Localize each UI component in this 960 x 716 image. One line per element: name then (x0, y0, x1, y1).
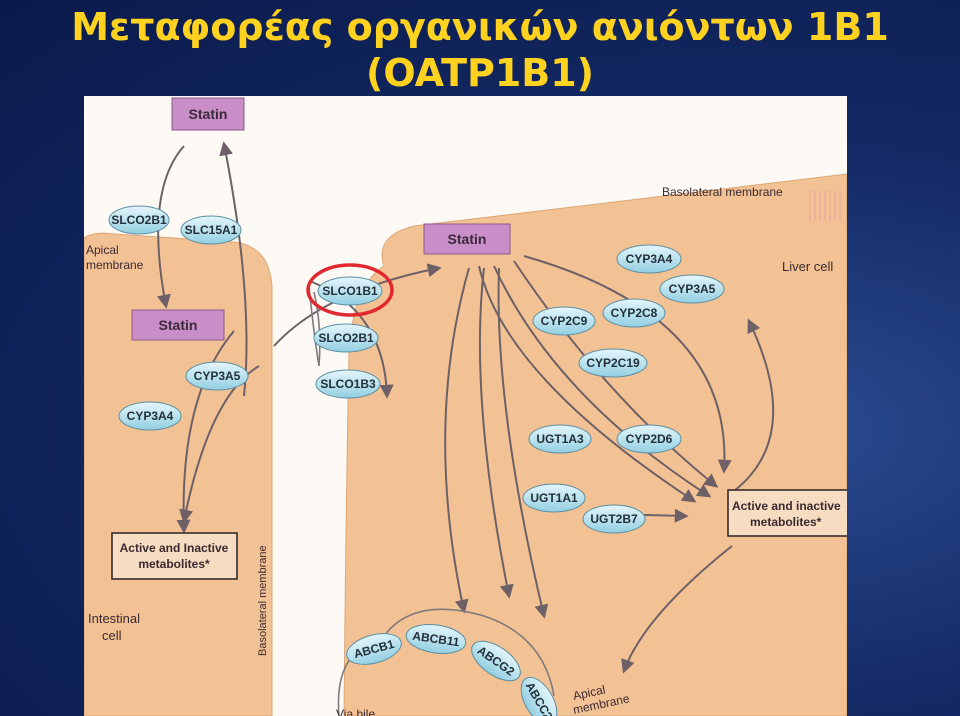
slide-title-line-2: (OATP1B1) (365, 51, 595, 95)
node-label: SLCO1B1 (322, 284, 378, 298)
apical-membrane-label-liver: Apical (572, 682, 607, 702)
node-abcb1: ABCB1 (346, 633, 402, 665)
statin-box-intestinal: Statin (131, 309, 225, 341)
node-slco2b1-uptake: SLCO2B1 (313, 323, 379, 353)
node-slco1b3: SLCO1B3 (315, 369, 381, 399)
node-ugt1a1: UGT1A1 (522, 483, 586, 513)
node-cyp3a4-intestinal: CYP3A4 (118, 401, 182, 431)
apical-membrane-label: Apical (86, 243, 119, 257)
slide-title: Μεταφορέας οργανικών ανιόντων 1B1 (OATP1… (0, 4, 960, 96)
node-slco2b1-intestinal: SLCO2B1 (108, 205, 170, 235)
node-slco1b1: SLCO1B1 (317, 276, 383, 306)
liver-cell-label: Liver cell (782, 259, 833, 274)
diagram-canvas: Statin Statin Statin SLCO2B1 SLC15A1 CYP… (84, 97, 847, 716)
node-label: CYP2D6 (626, 432, 673, 446)
membrane-striation (809, 191, 841, 221)
metabolites-label: Active and inactive (732, 499, 841, 513)
node-label: CYP3A4 (127, 409, 174, 423)
basolateral-membrane-label-intestinal: Basolateral membrane (257, 545, 269, 656)
slco1b1-highlight-circle (306, 263, 394, 317)
node-label: CYP2C19 (586, 356, 640, 370)
node-slc15a1: SLC15A1 (180, 215, 242, 245)
statin-label: Statin (448, 231, 487, 247)
node-label: UGT2B7 (590, 512, 638, 526)
intestinal-cell-label: Intestinal (88, 611, 140, 626)
intestinal-cell (84, 232, 273, 716)
metabolites-box-intestinal: Active and Inactive metabolites* (111, 532, 238, 580)
node-label: CYP2C8 (611, 306, 658, 320)
apical-membrane-label: membrane (86, 258, 144, 272)
pathway-arrows (157, 141, 775, 716)
node-label: SLCO2B1 (111, 213, 167, 227)
statin-label: Statin (159, 317, 198, 333)
node-cyp3a4-liver: CYP3A4 (616, 244, 682, 274)
metabolites-box-liver: Active and inactive metabolites* (727, 489, 847, 537)
statin-label: Statin (189, 106, 228, 122)
slide-title-line-1: Μεταφορέας οργανικών ανιόντων 1B1 (71, 5, 889, 49)
node-label: UGT1A1 (530, 491, 578, 505)
node-label: SLCO1B3 (320, 377, 376, 391)
node-cyp3a5-liver: CYP3A5 (659, 274, 725, 304)
node-label: CYP3A5 (669, 282, 716, 296)
metabolites-label: metabolites* (750, 515, 822, 529)
statin-box-liver: Statin (423, 223, 511, 255)
node-cyp2c19: CYP2C19 (578, 348, 648, 378)
node-ugt1a3: UGT1A3 (528, 424, 592, 454)
node-label: SLC15A1 (185, 223, 238, 237)
intestinal-cell-label: cell (102, 628, 122, 643)
node-label: CYP3A5 (194, 369, 241, 383)
node-label: SLCO2B1 (318, 331, 374, 345)
node-label: UGT1A3 (536, 432, 584, 446)
node-cyp2d6: CYP2D6 (616, 424, 682, 454)
statin-pathway-diagram: Statin Statin Statin SLCO2B1 SLC15A1 CYP… (84, 96, 847, 716)
node-cyp2c9: CYP2C9 (532, 306, 596, 336)
node-cyp2c8: CYP2C8 (602, 298, 666, 328)
node-label: CYP3A4 (626, 252, 673, 266)
node-abcb11: ABCB11 (405, 624, 467, 654)
metabolites-label: Active and Inactive (120, 541, 229, 555)
statin-box-top: Statin (171, 97, 245, 131)
node-label: ABCB11 (412, 629, 461, 649)
node-label: CYP2C9 (541, 314, 588, 328)
via-bile-label: Via bile (336, 707, 375, 716)
node-ugt2b7: UGT2B7 (582, 504, 646, 534)
metabolites-label: metabolites* (138, 557, 210, 571)
node-cyp3a5-intestinal: CYP3A5 (185, 361, 249, 391)
basolateral-membrane-label-liver: Basolateral membrane (662, 185, 783, 199)
